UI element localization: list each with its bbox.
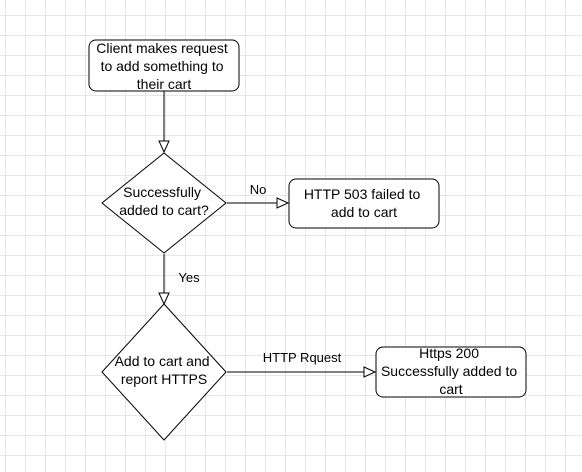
edge-label-http-request: HTTP Rquest bbox=[263, 350, 342, 365]
node-http-503-line-1: HTTP 503 failed to bbox=[304, 186, 421, 202]
node-http-503-line-2: add to cart bbox=[331, 204, 397, 220]
node-http-503: HTTP 503 failed to add to cart bbox=[288, 178, 440, 229]
edge-label-yes: Yes bbox=[178, 270, 200, 285]
svg-text:HTTP 503 failed to add t: HTTP 503 failed to add to cart bbox=[304, 186, 424, 220]
node-https-200-line-1: Https 200 bbox=[419, 345, 479, 361]
node-decision-line-2: added to cart? bbox=[119, 202, 209, 218]
node-add-and-report: Add to cart and report HTTPS bbox=[101, 303, 227, 441]
edge-label-no: No bbox=[250, 182, 267, 197]
svg-text:Client makes request to: Client makes request to add something to… bbox=[96, 40, 231, 92]
svg-text:Successfully added to ca: Successfully added to cart? bbox=[119, 184, 209, 218]
node-https-200-line-2: Successfully added to bbox=[381, 363, 517, 379]
node-https-200-line-3: cart bbox=[439, 381, 462, 397]
node-client-request-line-3: their cart bbox=[137, 76, 192, 92]
node-client-request-line-2: to add something to bbox=[101, 58, 224, 74]
node-decision-line-1: Successfully bbox=[123, 184, 201, 200]
svg-text:Https 200 Successfully a: Https 200 Successfully added to cart bbox=[381, 345, 521, 397]
node-client-request: Client makes request to add something to… bbox=[88, 39, 240, 92]
svg-text:Add to cart and report H: Add to cart and report HTTPS bbox=[115, 353, 214, 387]
node-decision-added-to-cart: Successfully added to cart? bbox=[101, 152, 227, 254]
node-client-request-line-1: Client makes request bbox=[96, 40, 228, 56]
node-https-200: Https 200 Successfully added to cart bbox=[375, 345, 527, 398]
node-add-line-2: report HTTPS bbox=[121, 371, 207, 387]
node-add-line-1: Add to cart and bbox=[115, 353, 210, 369]
